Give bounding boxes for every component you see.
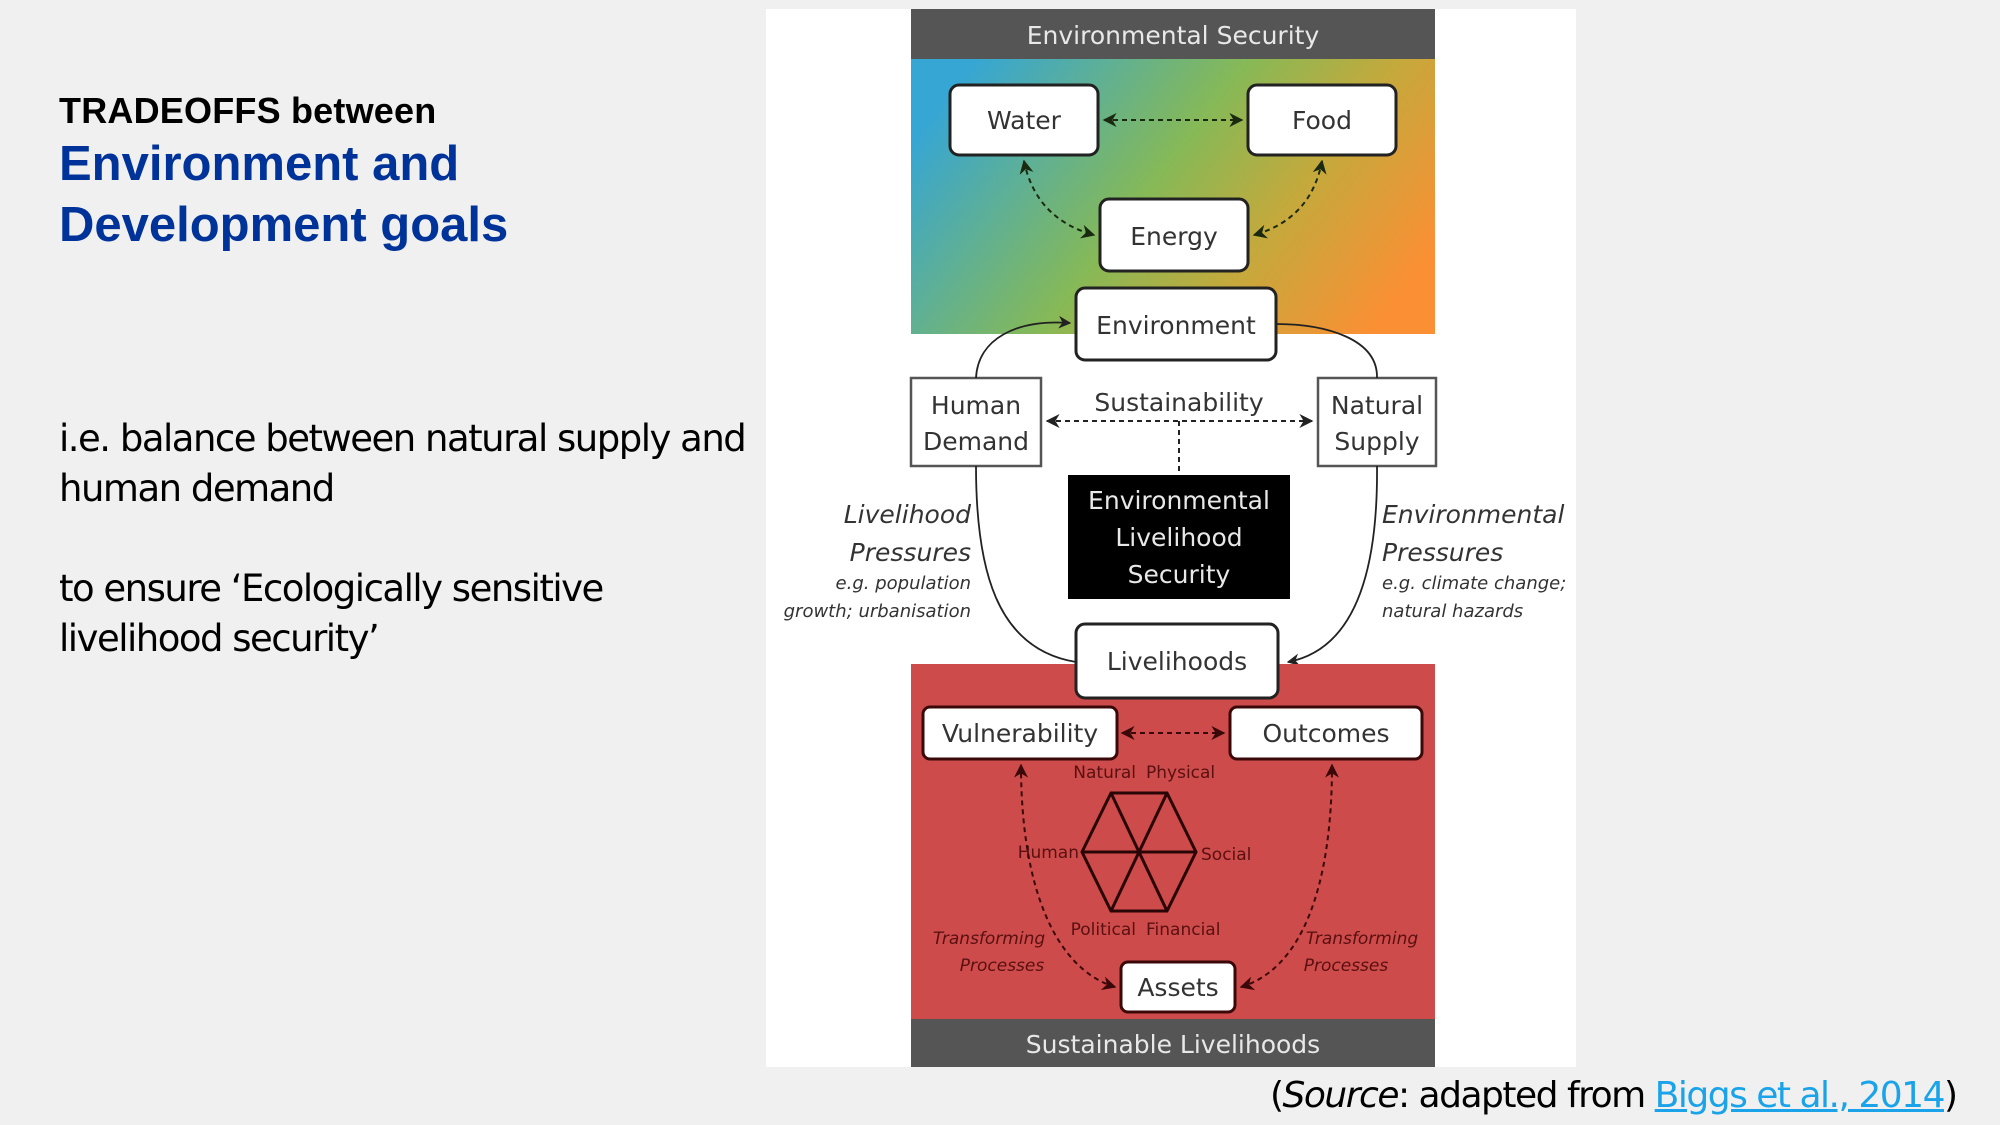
human-demand-line1: Human [931, 391, 1021, 420]
paragraph-balance: i.e. balance between natural supply and … [59, 414, 747, 514]
environmental-security-label: Environmental Security [1027, 21, 1320, 50]
els-line1: Environmental [1088, 486, 1270, 515]
node-food-label: Food [1292, 106, 1352, 135]
lp-line2: Pressures [850, 538, 971, 567]
livelihood-pressures-label: Livelihood Pressures e.g. population gro… [784, 500, 972, 622]
node-outcomes-label: Outcomes [1262, 719, 1389, 748]
tp-left-line2: Processes [960, 956, 1045, 976]
heading-main-line1: Environment and [59, 137, 460, 191]
tp-right-line1: Transforming [1306, 929, 1419, 949]
source-open-paren: ( [1270, 1075, 1284, 1116]
ep-line1: Environmental [1382, 500, 1565, 529]
human-demand-line2: Demand [923, 427, 1029, 456]
node-human-demand: Human Demand [909, 376, 1043, 468]
natural-supply-line1: Natural [1331, 391, 1423, 420]
sustainability-label: Sustainability [1094, 388, 1263, 417]
node-livelihoods-label: Livelihoods [1107, 647, 1247, 676]
node-water-label: Water [987, 106, 1062, 135]
diagram-svg: Environmental Security Water Food Energy… [784, 9, 1566, 1067]
sustainable-livelihoods-label: Sustainable Livelihoods [1026, 1030, 1320, 1059]
els-line3: Security [1128, 560, 1231, 589]
arrow-water-energy [1019, 159, 1096, 239]
environmental-pressures-label: Environmental Pressures e.g. climate cha… [1382, 500, 1566, 622]
node-environmental-livelihood-security: Environmental Livelihood Security [1068, 475, 1290, 599]
sustainable-livelihoods-band [911, 1019, 1435, 1067]
node-energy: Energy [1098, 197, 1250, 273]
source-text: : adapted from [1397, 1075, 1655, 1116]
framework-diagram: Environmental Security Water Food Energy… [766, 9, 1576, 1067]
lp-line3: e.g. population [836, 573, 971, 594]
lp-line4: growth; urbanisation [784, 601, 971, 622]
curve-environment-to-supply [1275, 323, 1378, 379]
node-outcomes: Outcomes [1228, 705, 1424, 761]
source-link[interactable]: Biggs et al., 2014 [1654, 1075, 1946, 1116]
curve-supply-to-livelihoods [1286, 465, 1378, 667]
paragraph-balance-line1: i.e. balance between natural supply and [59, 417, 747, 460]
curve-human-to-environment [975, 315, 1072, 379]
arrow-assets-vulnerability [1014, 763, 1117, 991]
paragraph-ensure: to ensure ‘Ecologically sensitive liveli… [59, 564, 604, 664]
lp-line1: Livelihood [844, 500, 971, 529]
arrow-food-energy [1252, 159, 1327, 239]
node-environment-label: Environment [1096, 311, 1256, 340]
slide-heading-small: TRADEOFFS between [59, 90, 437, 131]
capital-social: Social [1201, 845, 1251, 865]
node-natural-supply: Natural Supply [1316, 376, 1438, 468]
slide-heading-main: Environment and Development goals [59, 134, 508, 256]
paragraph-ensure-line1: to ensure ‘Ecologically sensitive [59, 567, 604, 610]
node-food: Food [1246, 83, 1398, 157]
node-energy-label: Energy [1130, 222, 1218, 251]
tp-left-line1: Transforming [933, 929, 1046, 949]
node-environment: Environment [1074, 286, 1278, 362]
capital-natural: Natural [1073, 763, 1136, 783]
node-vulnerability: Vulnerability [921, 705, 1119, 761]
tp-right-line2: Processes [1304, 956, 1389, 976]
environmental-security-band [911, 9, 1435, 59]
arrow-assets-outcomes [1239, 763, 1339, 991]
node-livelihoods: Livelihoods [1074, 622, 1280, 700]
node-assets-label: Assets [1137, 973, 1218, 1002]
source-label: Source [1282, 1075, 1400, 1116]
curve-human-to-livelihoods [975, 465, 1077, 663]
ep-line3: e.g. climate change; [1382, 573, 1566, 594]
capital-physical: Physical [1146, 763, 1215, 783]
natural-supply-line2: Supply [1334, 427, 1419, 456]
heading-main-line2: Development goals [59, 198, 509, 252]
node-assets: Assets [1119, 960, 1237, 1014]
capital-financial: Financial [1146, 920, 1220, 940]
paragraph-ensure-line2: livelihood security’ [59, 617, 380, 660]
source-citation: (Source: adapted from Biggs et al., 2014… [1270, 1075, 1958, 1116]
ep-line4: natural hazards [1382, 601, 1523, 622]
capital-political: Political [1071, 920, 1136, 940]
node-vulnerability-label: Vulnerability [942, 719, 1099, 748]
node-water: Water [948, 83, 1100, 157]
ep-line2: Pressures [1382, 538, 1503, 567]
els-line2: Livelihood [1115, 523, 1242, 552]
paragraph-balance-line2: human demand [59, 467, 335, 510]
source-close-paren: ) [1944, 1075, 1958, 1116]
